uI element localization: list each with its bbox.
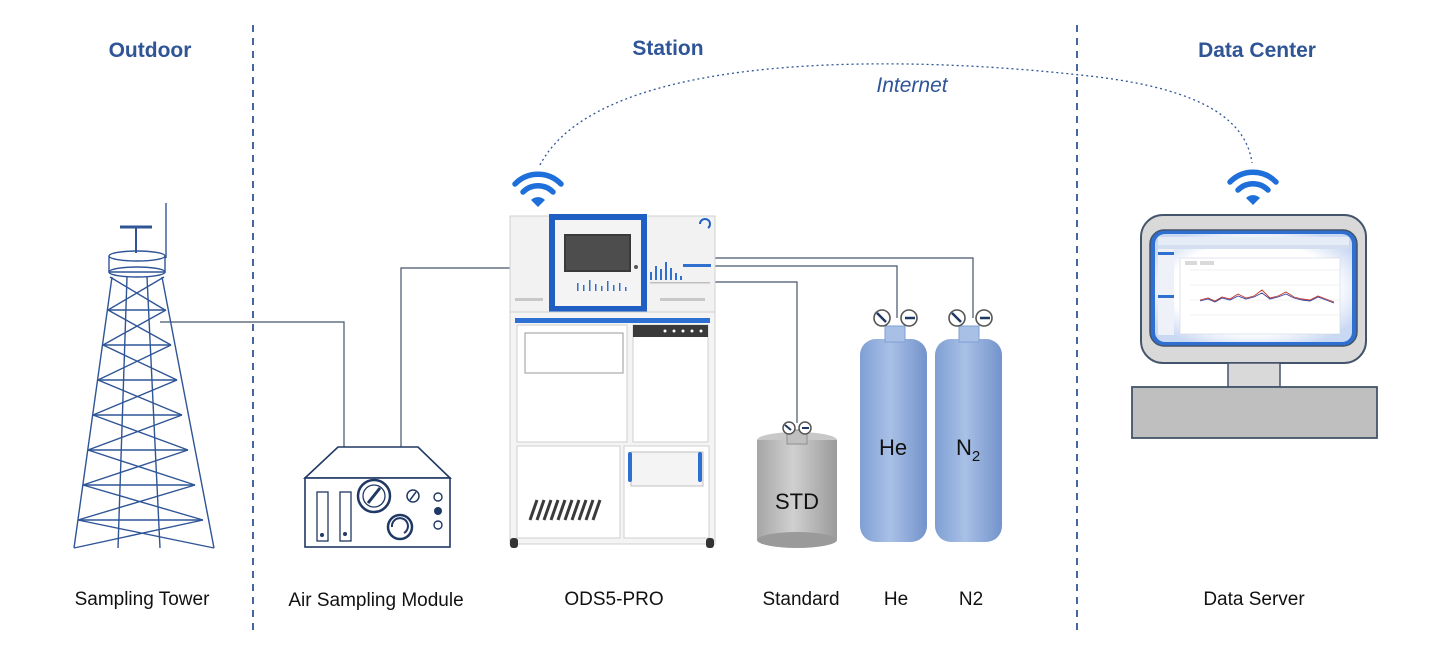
caption-n2: N2 bbox=[959, 589, 983, 610]
section-title-outdoor: Outdoor bbox=[109, 39, 192, 62]
wifi-icon-station bbox=[512, 171, 564, 207]
air-sampling-module-icon bbox=[302, 446, 452, 548]
he-tank-label: He bbox=[879, 435, 907, 460]
internet-connection-arc bbox=[539, 63, 1253, 166]
caption-standard: Standard bbox=[762, 589, 839, 610]
caption-air-sampling-module: Air Sampling Module bbox=[288, 590, 463, 611]
n2-tank-label-subscript: 2 bbox=[972, 448, 980, 465]
internet-label: Internet bbox=[876, 74, 948, 97]
caption-data-server: Data Server bbox=[1203, 589, 1305, 610]
section-title-data-center: Data Center bbox=[1198, 39, 1316, 62]
standard-gas-tank-icon bbox=[757, 421, 837, 548]
caption-sampling-tower: Sampling Tower bbox=[75, 589, 211, 610]
section-title-station: Station bbox=[632, 37, 703, 60]
sampling-tower-icon bbox=[73, 203, 215, 549]
caption-he: He bbox=[884, 589, 908, 610]
helium-tank-icon bbox=[860, 309, 927, 542]
wifi-icon-server bbox=[1227, 169, 1279, 205]
data-server-icon bbox=[1131, 214, 1378, 439]
ods5-pro-analyzer-icon bbox=[509, 214, 716, 548]
n2-tank-label-main: N bbox=[956, 435, 972, 460]
std-tank-label: STD bbox=[775, 489, 819, 514]
n2-tank-label: N2 bbox=[956, 435, 980, 465]
nitrogen-tank-icon bbox=[935, 309, 1002, 542]
gas-lines bbox=[160, 257, 974, 447]
caption-ods5-pro: ODS5-PRO bbox=[564, 589, 663, 610]
